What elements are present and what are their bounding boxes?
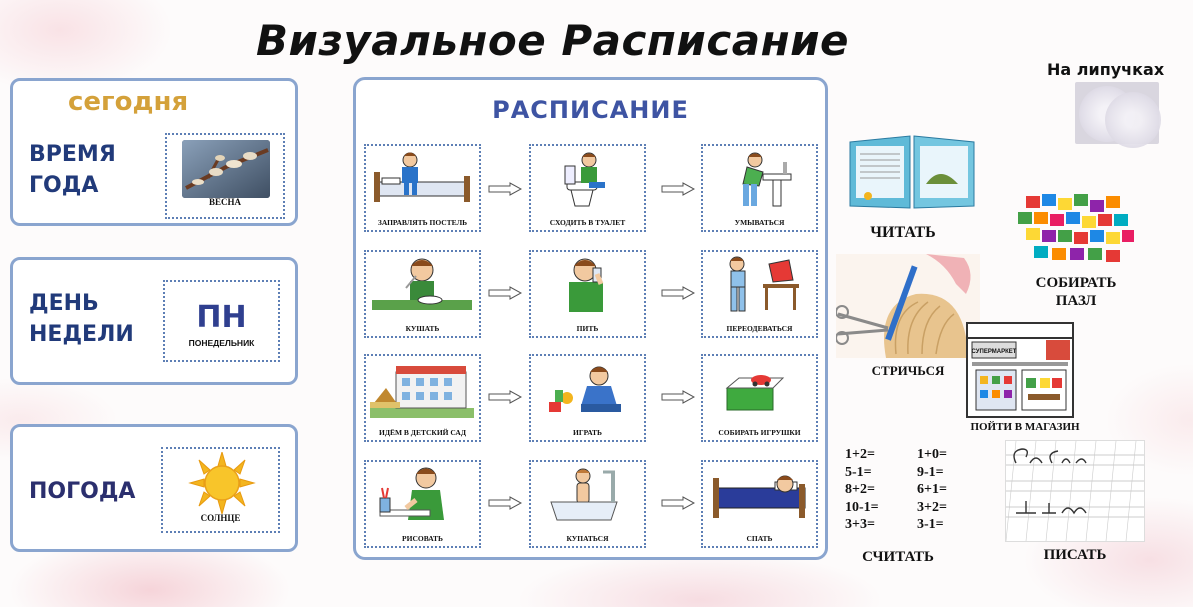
season-card[interactable]: ВЕСНА	[165, 133, 285, 219]
step-play[interactable]: ИГРАТЬ	[529, 354, 646, 442]
toy-box-icon	[725, 375, 785, 411]
dressing-boy-icon	[729, 256, 799, 312]
weekday-caption: ПОНЕДЕЛЬНИК	[188, 338, 255, 348]
velcro-note: На липучках	[1047, 58, 1187, 148]
season-label: ВРЕМЯ ГОДА	[29, 142, 116, 198]
step-drink[interactable]: ПИТЬ	[529, 250, 646, 338]
step-caption: КУШАТЬ	[405, 324, 440, 333]
step-dress[interactable]: ПЕРЕОДЕВАТЬСЯ	[701, 250, 818, 338]
weekday-card[interactable]: ПН ПОНЕДЕЛЬНИК	[163, 280, 280, 362]
kindergarten-building-icon	[370, 366, 474, 418]
step-caption: ПЕРЕОДЕВАТЬСЯ	[726, 324, 793, 333]
step-caption: ИДЁМ В ДЕТСКИЙ САД	[378, 428, 466, 437]
step-sleep[interactable]: СПАТЬ	[701, 460, 818, 548]
weather-card[interactable]: СОЛНЦЕ	[161, 447, 280, 533]
step-caption: СОБИРАТЬ ИГРУШКИ	[718, 428, 801, 437]
washbasin-icon	[742, 152, 792, 207]
step-kindergarten[interactable]: ИДЁМ В ДЕТСКИЙ САД	[364, 354, 481, 442]
page-title: Визуальное Расписание	[256, 16, 850, 65]
today-heading: сегодня	[68, 87, 189, 117]
weekday-panel: ДЕНЬ НЕДЕЛИ ПН ПОНЕДЕЛЬНИК	[10, 257, 298, 385]
playing-boy-icon	[549, 366, 621, 412]
activity-write-caption: ПИСАТЬ	[1043, 547, 1107, 563]
step-make-bed[interactable]: ЗАПРАВЛЯТЬ ПОСТЕЛЬ	[364, 144, 481, 232]
step-toilet[interactable]: СХОДИТЬ В ТУАЛЕТ	[529, 144, 646, 232]
arrow-right-icon	[661, 182, 695, 196]
step-caption: УМЫВАТЬСЯ	[734, 218, 785, 227]
season-panel: сегодня ВРЕМЯ ГОДА ВЕСНА	[10, 78, 298, 226]
arrow-right-icon	[488, 390, 522, 404]
arrow-right-icon	[488, 496, 522, 510]
math-right-column: 1+0= 9-1= 6+1= 3+2= 3-1=	[917, 447, 947, 532]
step-eat[interactable]: КУШАТЬ	[364, 250, 481, 338]
step-caption: ИГРАТЬ	[573, 428, 602, 437]
drawing-boy-icon	[379, 467, 444, 520]
step-wash[interactable]: УМЫВАТЬСЯ	[701, 144, 818, 232]
sun-icon	[188, 452, 256, 514]
activity-count-caption: СЧИТАТЬ	[862, 549, 934, 565]
arrow-right-icon	[661, 390, 695, 404]
arrow-right-icon	[661, 286, 695, 300]
weather-caption: СОЛНЦЕ	[200, 513, 241, 523]
weather-label: ПОГОДА	[29, 479, 136, 504]
math-left-column: 1+2= 5-1= 8+2= 10-1= 3+3=	[845, 447, 879, 532]
supermarket-icon: СУПЕРМАРКЕТ	[966, 322, 1074, 418]
copybook-lines-icon	[1005, 440, 1144, 542]
puzzle-pieces-icon	[1018, 194, 1134, 262]
step-draw[interactable]: РИСОВАТЬ	[364, 460, 481, 548]
velcro-dots-image	[1075, 82, 1161, 148]
eating-boy-icon	[372, 258, 472, 310]
bed-icon	[374, 152, 470, 202]
open-book-icon	[849, 135, 975, 209]
shop-sign: СУПЕРМАРКЕТ	[972, 349, 1017, 355]
step-caption: ЗАПРАВЛЯТЬ ПОСТЕЛЬ	[377, 218, 468, 227]
arrow-right-icon	[488, 182, 522, 196]
activity-puzzle[interactable]	[1012, 190, 1140, 268]
activity-shop-caption: ПОЙТИ В МАГАЗИН	[970, 421, 1080, 433]
drinking-boy-icon	[569, 258, 604, 312]
haircut-icon	[835, 254, 980, 358]
activity-haircut-caption: СТРИЧЬСЯ	[871, 363, 945, 378]
step-bath[interactable]: КУПАТЬСЯ	[529, 460, 646, 548]
season-caption: ВЕСНА	[208, 197, 241, 207]
step-caption: РИСОВАТЬ	[402, 534, 443, 543]
weekday-abbr: ПН	[196, 300, 247, 335]
activity-read-caption: ЧИТАТЬ	[870, 224, 936, 241]
weekday-label: ДЕНЬ НЕДЕЛИ	[29, 291, 134, 347]
activity-haircut[interactable]	[835, 254, 980, 358]
willow-branch-icon	[182, 140, 270, 198]
arrow-right-icon	[488, 286, 522, 300]
step-caption: СПАТЬ	[746, 534, 773, 543]
activity-puzzle-caption: СОБИРАТЬ ПАЗЛ	[1035, 275, 1117, 309]
velcro-label: На липучках	[1047, 60, 1165, 79]
arrow-right-icon	[661, 496, 695, 510]
step-tidy-toys[interactable]: СОБИРАТЬ ИГРУШКИ	[701, 354, 818, 442]
schedule-board: РАСПИСАНИЕ ЗАПРАВЛЯТЬ ПОСТЕЛЬ СХОДИТ	[353, 77, 828, 560]
activity-read[interactable]	[848, 134, 976, 212]
step-caption: КУПАТЬСЯ	[566, 534, 609, 543]
schedule-title: РАСПИСАНИЕ	[492, 96, 689, 124]
step-caption: ПИТЬ	[576, 324, 599, 333]
activity-shop[interactable]: СУПЕРМАРКЕТ	[966, 322, 1074, 418]
bathtub-icon	[550, 468, 618, 521]
activity-write[interactable]	[1005, 440, 1145, 542]
sleeping-boy-icon	[713, 475, 806, 518]
toilet-icon	[564, 152, 605, 207]
step-caption: СХОДИТЬ В ТУАЛЕТ	[549, 218, 626, 227]
weather-panel: ПОГОДА СОЛНЦЕ	[10, 424, 298, 552]
